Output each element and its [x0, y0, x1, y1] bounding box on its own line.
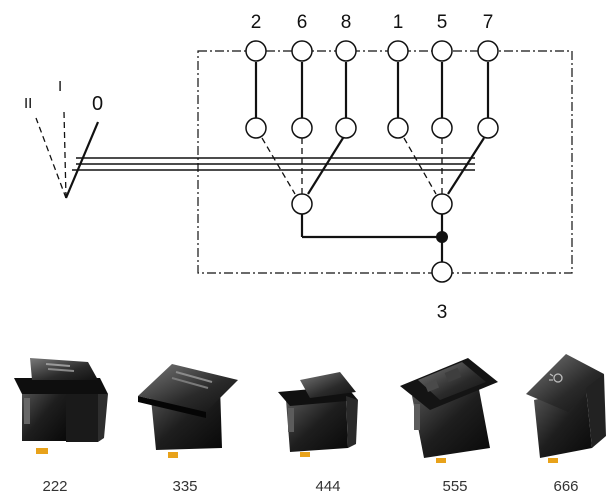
terminal-1 [387, 40, 409, 62]
bus-junction-dot [436, 231, 448, 243]
terminal-7 [477, 40, 499, 62]
actuator-linkage [72, 157, 475, 171]
rocker-switch-222-image [14, 358, 108, 454]
product-row: 222 335 444 [14, 354, 606, 495]
terminal-6 [291, 40, 313, 62]
lever-position-0 [64, 121, 100, 199]
pin-label-1: 1 [393, 12, 404, 33]
product-335: 335 [138, 364, 238, 495]
product-666: 666 [526, 354, 606, 495]
product-555: 555 [400, 358, 498, 495]
pin-label-7: 7 [483, 12, 494, 33]
pin-label-6: 6 [297, 12, 308, 33]
lever-position-II [35, 117, 67, 199]
lever-positions: 0 I II [24, 78, 103, 199]
pivot-contact-right [431, 193, 453, 215]
terminal-3 [431, 261, 453, 283]
position-label-I: I [58, 78, 62, 95]
model-label-335: 335 [172, 478, 197, 495]
pin-label-2: 2 [251, 12, 262, 33]
product-222: 222 [14, 358, 108, 495]
position-label-II: II [24, 95, 32, 112]
pin-label-8: 8 [341, 12, 352, 33]
terminal-5 [431, 40, 453, 62]
pin-label-5: 5 [437, 12, 448, 33]
contact-blades [261, 137, 485, 195]
switch-housing-outline [197, 50, 573, 274]
rocker-switch-555-image [400, 358, 498, 463]
pin-label-3: 3 [437, 302, 448, 323]
rocker-switch-335-image [138, 364, 238, 458]
rocker-switch-444-image [278, 372, 358, 457]
position-label-0: 0 [92, 93, 103, 115]
pivot-contact-left [291, 193, 313, 215]
schematic: 0 I II 2 6 8 1 5 [24, 12, 573, 323]
rocker-switch-666-image [526, 354, 606, 463]
common-bus: 3 [291, 193, 453, 323]
terminal-8 [335, 40, 357, 62]
product-444: 444 [278, 372, 358, 495]
middle-contacts [245, 117, 499, 139]
lamp-symbol-icon [553, 373, 563, 383]
terminal-2 [245, 40, 267, 62]
upper-contacts: 2 6 8 1 5 7 [245, 12, 499, 118]
model-label-555: 555 [442, 478, 467, 495]
model-label-444: 444 [315, 478, 340, 495]
model-label-666: 666 [553, 478, 578, 495]
lever-position-I [63, 111, 67, 199]
model-label-222: 222 [42, 478, 67, 495]
